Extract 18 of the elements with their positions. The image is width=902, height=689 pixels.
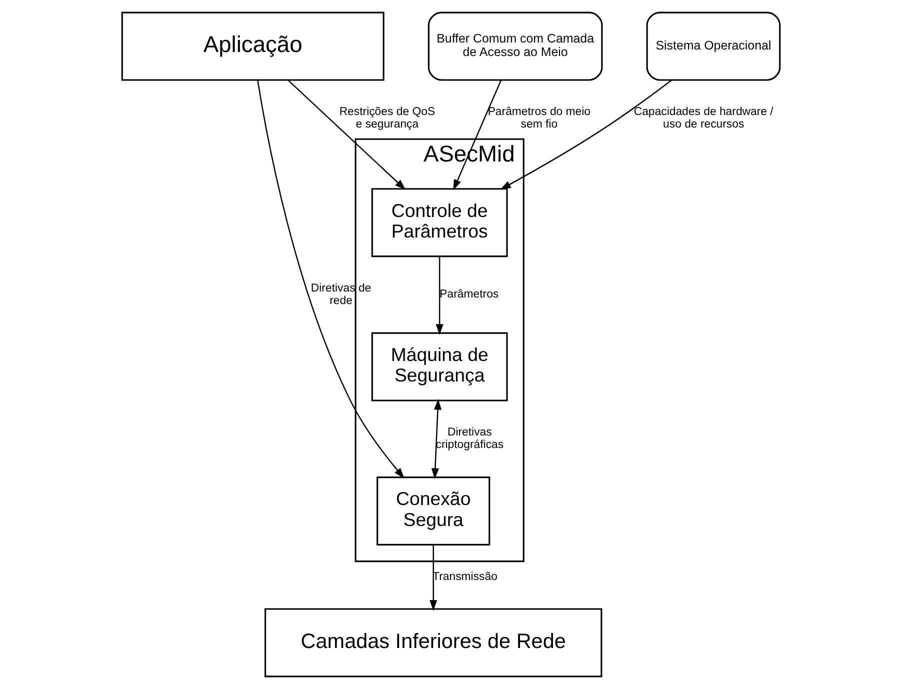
arrow — [288, 80, 406, 190]
arrow — [257, 80, 404, 479]
node-box: Camadas Inferiores de Rede — [264, 608, 602, 678]
edge-label: Parâmetros — [440, 288, 499, 301]
node-box: Sistema Operacional — [646, 12, 781, 81]
arrow — [436, 256, 444, 335]
edge-label: Parâmetros do meio sem fio — [488, 106, 591, 130]
arrow — [500, 80, 672, 190]
arrow — [431, 398, 442, 480]
edge-label: Capacidades de hardware / uso de recursos — [634, 106, 774, 130]
node-box: Máquina de Segurança — [371, 332, 508, 402]
node-box: Buffer Comum com Camada de Acesso ao Meio — [428, 12, 603, 81]
arrow — [430, 544, 438, 611]
node-box: Conexão Segura — [376, 476, 490, 546]
node-box: Aplicação — [121, 12, 384, 81]
node-box: Controle de Parâmetros — [371, 188, 508, 258]
edge-label: Diretivas criptográficas — [436, 426, 504, 452]
edge-label: Restrições de QoS e segurança — [339, 106, 436, 130]
